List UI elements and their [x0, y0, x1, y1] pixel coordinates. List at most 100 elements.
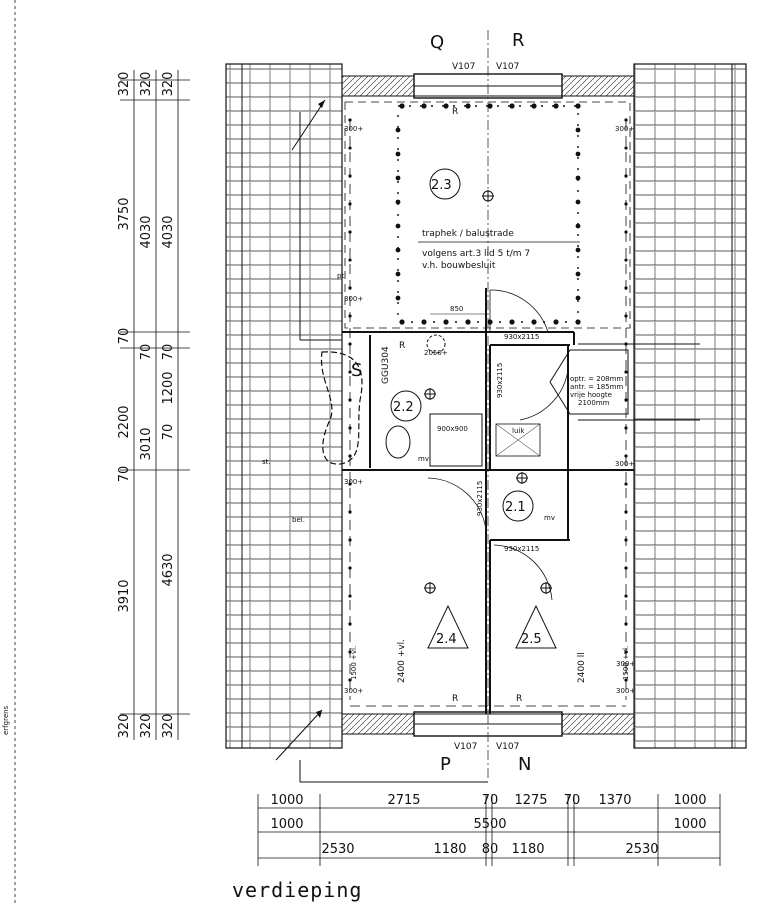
- dimension-value: 1275: [514, 793, 547, 808]
- railing-post: [421, 103, 427, 109]
- stair-arrow-box: [549, 349, 629, 415]
- railing-post: [395, 295, 401, 301]
- height-2400-right: 2400 ll: [577, 652, 587, 683]
- shower-tray: [429, 413, 483, 467]
- height-300-label: 300+: [344, 295, 363, 303]
- drawing-title: verdieping: [232, 878, 363, 902]
- dimension-value: 320: [139, 714, 154, 739]
- railing-post: [575, 247, 581, 253]
- dimension-value: 4030: [161, 215, 176, 248]
- mv-2: mv: [544, 514, 555, 522]
- dimension-value: 1180: [511, 842, 544, 857]
- dimension-value: 1370: [598, 793, 631, 808]
- height-300-labels: 300+300+300+300+300+300+300+300+: [344, 125, 635, 695]
- dimension-value: 320: [117, 714, 132, 739]
- window-v107-1: V107: [452, 62, 475, 72]
- dimension-value: 80: [482, 842, 499, 857]
- room-2-1: 2.1: [502, 490, 534, 522]
- room-2-2: 2.2: [390, 390, 422, 422]
- r-mark-3: R: [452, 694, 458, 704]
- grid-r: R: [512, 30, 525, 51]
- room-id: 2.4: [436, 632, 457, 647]
- roof-left: [225, 63, 343, 749]
- railing-note-3: v.h. bouwbesluit: [422, 261, 496, 271]
- dimension-value: 2715: [387, 793, 420, 808]
- height-2400-left: 2400 +vl.: [397, 639, 407, 683]
- railing-post: [575, 103, 581, 109]
- dimension-value: 1180: [433, 842, 466, 857]
- door-size-1: 930x2115: [504, 333, 539, 341]
- wall-dot: [348, 482, 352, 486]
- stair-info-1: optr. = 208mm: [570, 375, 623, 383]
- railing-post: [509, 103, 515, 109]
- height-300-label: 300+: [344, 687, 363, 695]
- shower-label: 900x900: [437, 425, 468, 433]
- railing-post: [575, 271, 581, 277]
- railing-post: [575, 175, 581, 181]
- height-1500-right: 1500 +vl.: [622, 646, 630, 680]
- railing-post: [395, 271, 401, 277]
- room-2-4: 2.4: [427, 604, 469, 649]
- railing-post: [395, 247, 401, 253]
- room-id: 2.3: [431, 178, 452, 193]
- wall-dot: [624, 370, 628, 374]
- railing-post: [531, 103, 537, 109]
- attic-hatch: [495, 423, 541, 457]
- railing-post: [487, 103, 493, 109]
- dimension-value: 70: [482, 793, 499, 808]
- wall-dot: [348, 146, 352, 150]
- railing-post: [531, 319, 537, 325]
- railing-post: [395, 175, 401, 181]
- door-size-3: 930x2115: [476, 481, 484, 516]
- room-2-5: 2.5: [515, 604, 557, 649]
- stair-info-3: vrije hoogte: [570, 391, 612, 399]
- wall-dot: [624, 258, 628, 262]
- railing-post: [575, 295, 581, 301]
- mv-1: mv: [418, 455, 429, 463]
- wall-dot: [624, 146, 628, 150]
- dimension-value: 1000: [270, 817, 303, 832]
- height-300-label: 300+: [615, 460, 634, 468]
- dimension-value: 3010: [139, 427, 154, 460]
- railing-post: [465, 103, 471, 109]
- grid-n: N: [518, 754, 531, 775]
- dimension-value: 4630: [161, 553, 176, 586]
- toilet-icon: [385, 425, 411, 459]
- dimension-value: 1000: [270, 793, 303, 808]
- railing-post: [509, 319, 515, 325]
- boundary-label: erfgrens: [2, 705, 10, 735]
- railing-post: [399, 103, 405, 109]
- height-300-label: 300+: [616, 660, 635, 668]
- dimension-value: 320: [117, 72, 132, 97]
- railing-post: [553, 103, 559, 109]
- st-label: st.: [262, 458, 271, 466]
- stair-info-2: antr. = 185mm: [570, 383, 623, 391]
- dimension-value: 70: [161, 424, 176, 441]
- light-fixtures: [424, 190, 552, 594]
- pt-label: pt: [337, 272, 344, 280]
- dimension-value: 70: [139, 344, 154, 361]
- dimension-value: 1000: [673, 817, 706, 832]
- hatch-label: luik: [512, 427, 525, 435]
- wall-dot: [348, 258, 352, 262]
- railing-post: [399, 319, 405, 325]
- railing-post: [443, 319, 449, 325]
- railing-post: [553, 319, 559, 325]
- s-mark: S: [351, 360, 362, 381]
- left-dimensions: [133, 70, 179, 740]
- dimension-value: 3910: [117, 579, 132, 612]
- railing-post: [395, 151, 401, 157]
- railing-post: [575, 319, 581, 325]
- railing-post: [575, 151, 581, 157]
- grid-p: P: [440, 754, 451, 775]
- room-id: 2.1: [505, 500, 526, 515]
- height-300-label: 300+: [616, 687, 635, 695]
- railing-post: [395, 199, 401, 205]
- left-dimension-values: 3203750702200703910320320403070301032032…: [117, 72, 190, 739]
- r-mark-2: R: [399, 341, 405, 351]
- floor-outline: [341, 95, 635, 715]
- grid-q: Q: [430, 32, 444, 53]
- dimension-value: 70: [117, 466, 132, 483]
- railing-post: [575, 127, 581, 133]
